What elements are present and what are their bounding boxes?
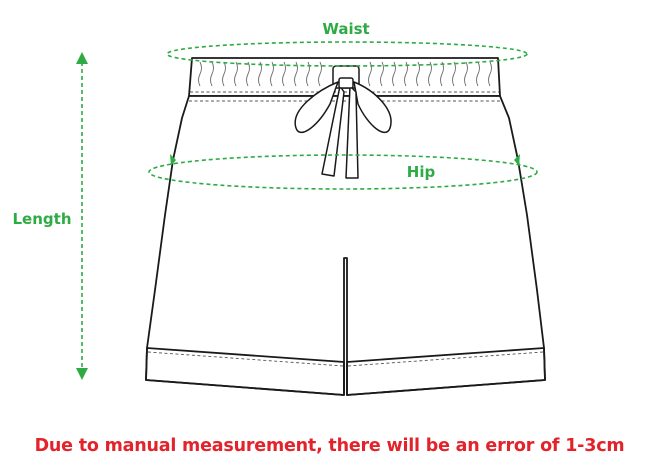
left-hem-cuff — [145, 347, 345, 396]
arrow-up-icon — [76, 52, 88, 64]
arrow-left-icon — [170, 154, 176, 166]
shorts-body — [145, 95, 546, 396]
arrow-down-icon — [76, 368, 88, 380]
length-label: Length — [13, 210, 72, 228]
hip-measure-line — [148, 154, 538, 190]
right-hem-cuff — [346, 347, 546, 396]
waist-measure-line — [166, 41, 528, 67]
shorts-outline — [145, 57, 546, 396]
hip-label: Hip — [407, 163, 436, 181]
arrow-right-icon — [514, 154, 520, 166]
drawstring-bow-icon — [294, 65, 392, 179]
waist-label: Waist — [322, 20, 369, 38]
measurement-disclaimer: Due to manual measurement, there will be… — [34, 436, 625, 456]
